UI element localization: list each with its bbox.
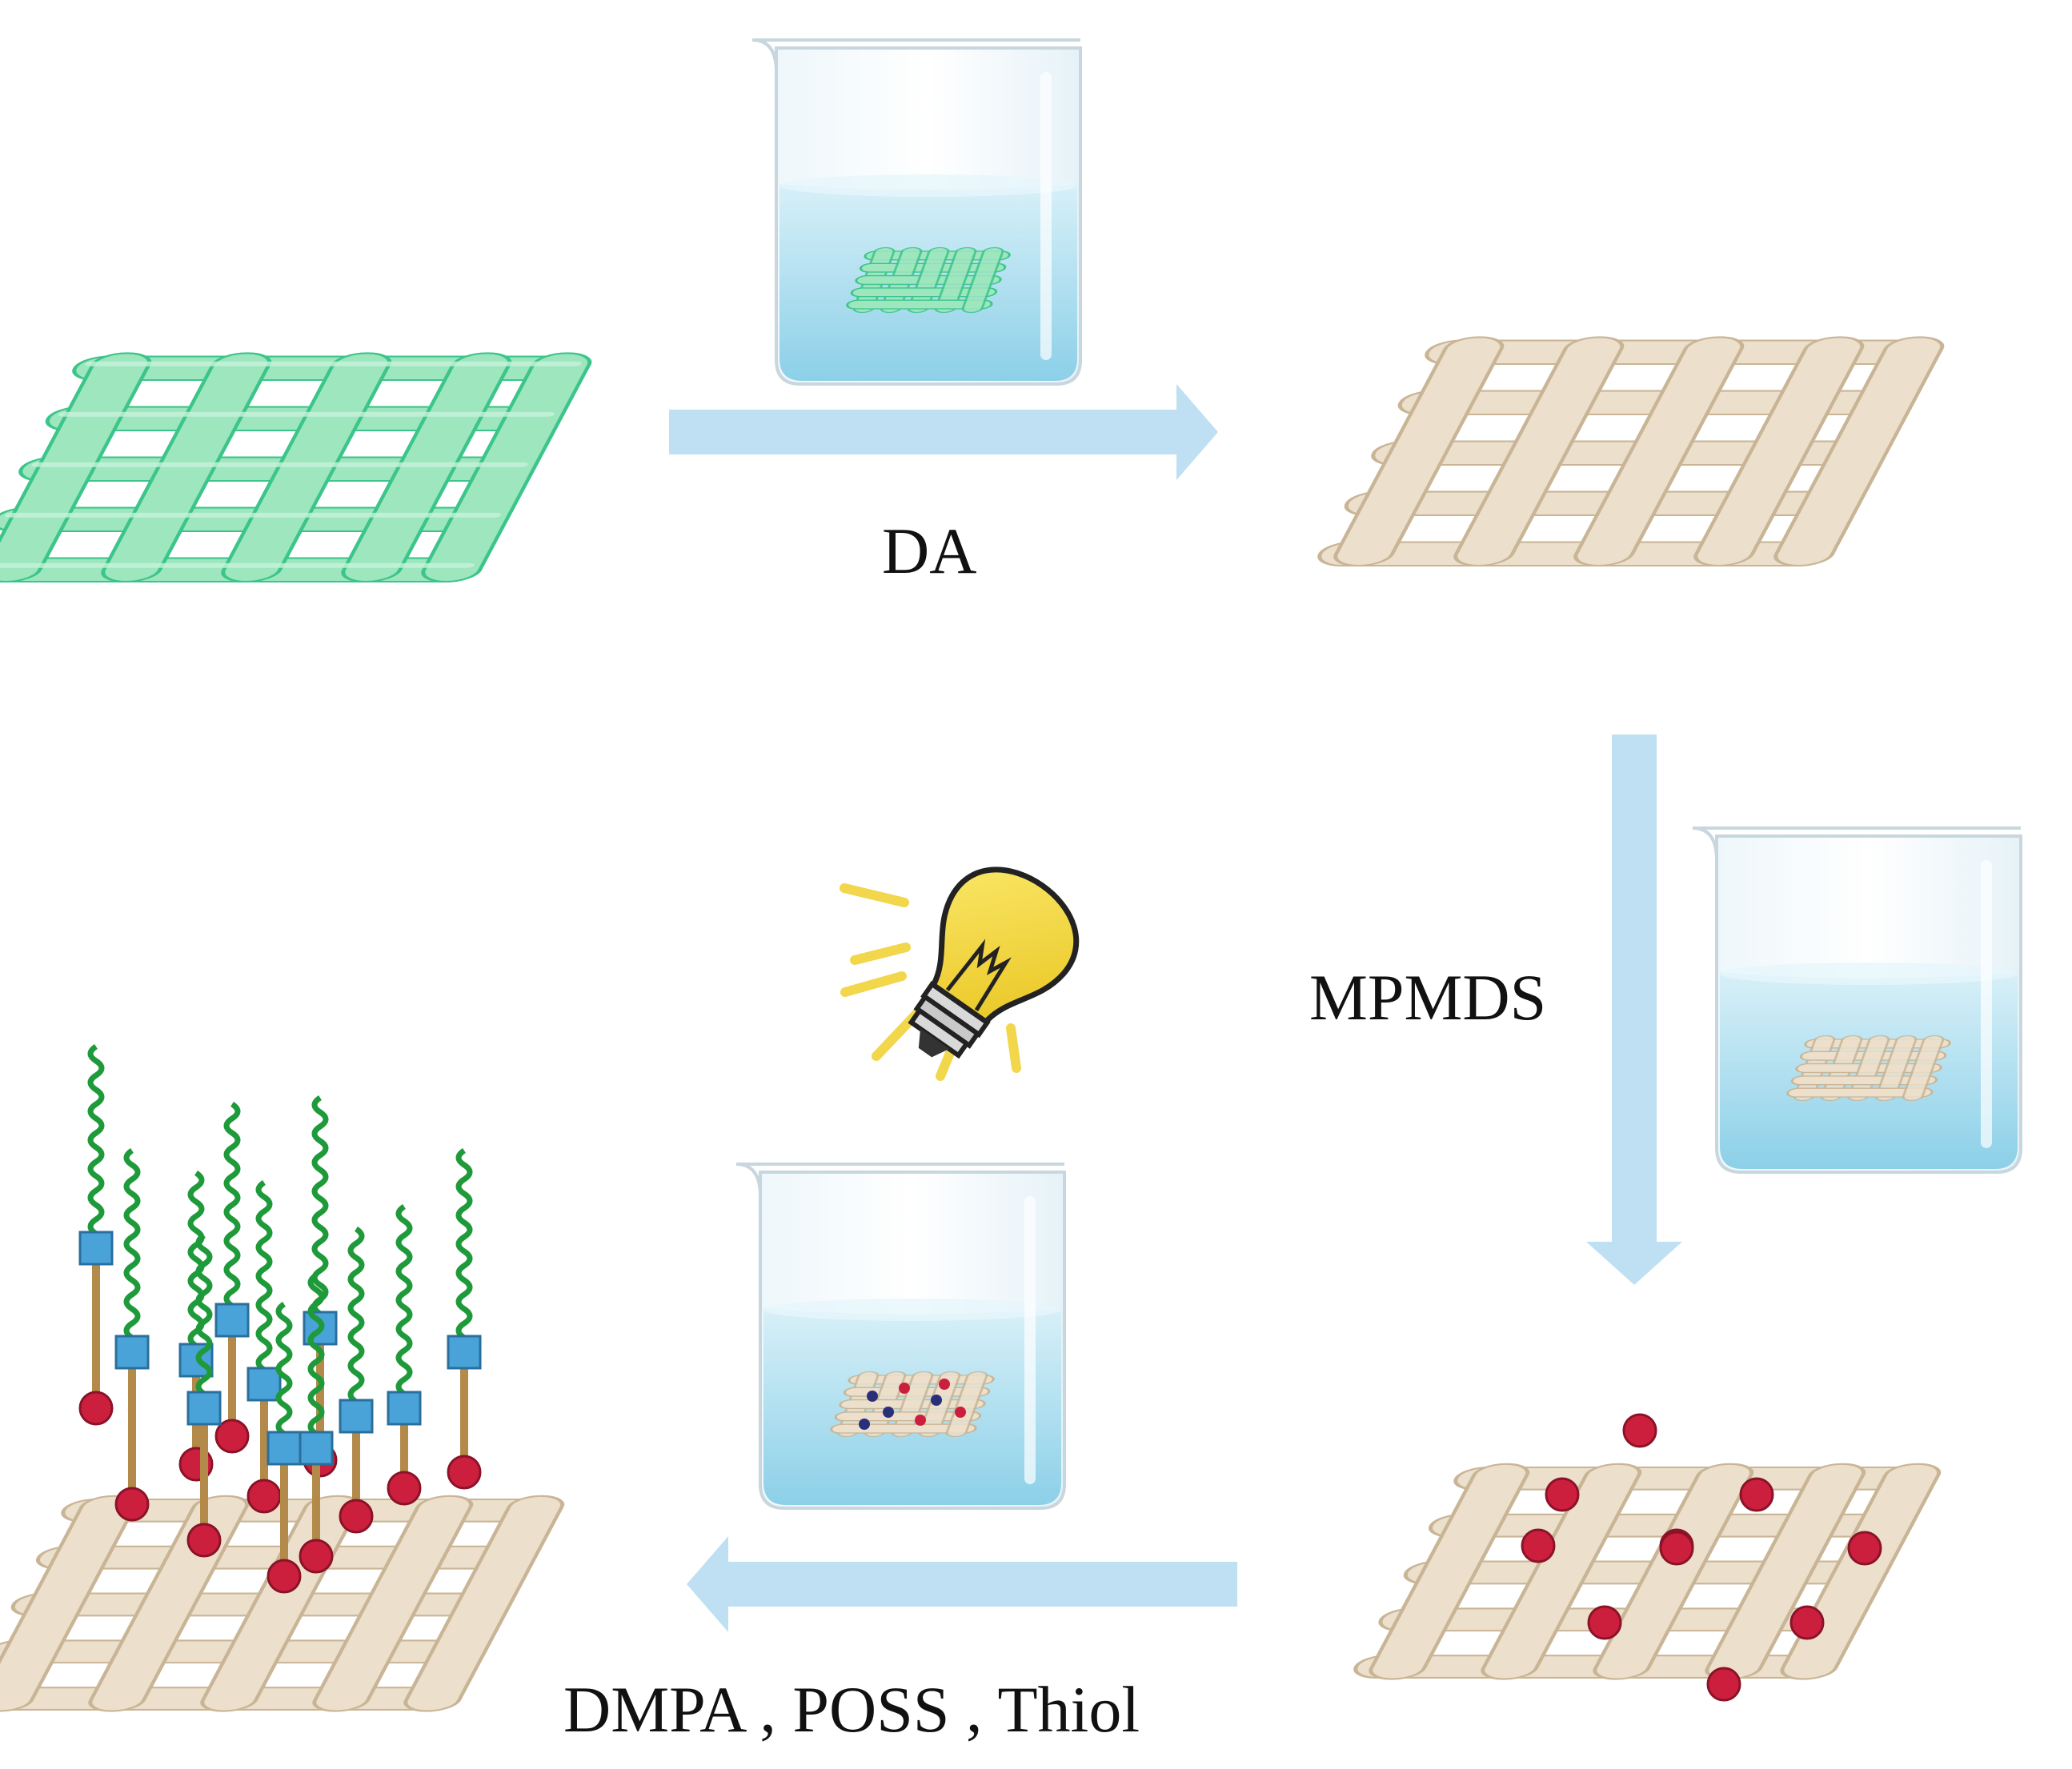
polymer-chain [87, 1044, 105, 1251]
polymer-chain [255, 1180, 273, 1387]
beige-fabric-dopamine [1317, 336, 1945, 567]
thiol-dot [1847, 1531, 1882, 1566]
thiol-dot [1706, 1667, 1741, 1702]
poss-cube [246, 1367, 282, 1402]
thiol-dot [1521, 1528, 1556, 1563]
thiol-dot [267, 1559, 302, 1594]
thiol-dot [78, 1391, 114, 1426]
molecule-dot [915, 1415, 926, 1426]
thiol-dot [114, 1487, 150, 1522]
separator: , [743, 1673, 793, 1746]
molecule-dot [883, 1407, 894, 1418]
reagent-dmpa: DMPA [563, 1673, 743, 1746]
poss-cube [214, 1303, 250, 1338]
polymer-chain [123, 1148, 141, 1355]
poss-cube [78, 1231, 114, 1266]
polymer-chain [455, 1148, 473, 1355]
green-fabric [0, 352, 592, 583]
poss-cube [299, 1431, 334, 1466]
thiol-dot [1789, 1605, 1825, 1640]
thiol-dot [387, 1471, 422, 1506]
grafted-fabric [0, 1044, 565, 1712]
molecule-dot [931, 1395, 942, 1406]
molecule-dot [859, 1419, 870, 1430]
thiol-dot [214, 1419, 250, 1454]
polymer-chain [275, 1302, 293, 1451]
thiol-dot [246, 1479, 282, 1514]
molecule-dot [955, 1407, 966, 1418]
thiol-dot [1659, 1531, 1694, 1566]
molecule-dot [899, 1383, 910, 1394]
thiol-dot [186, 1523, 222, 1558]
beige-fabric-mpmds [1353, 1413, 1942, 1702]
thiol-dot [339, 1499, 374, 1534]
thiol-dot [1622, 1413, 1657, 1448]
poss-cube [186, 1391, 222, 1426]
thiol-dot [447, 1455, 482, 1490]
step3-label: DMPA , POSS , Thiol [563, 1677, 1140, 1743]
polymer-chain [195, 1233, 213, 1411]
beaker-icon [1692, 826, 2022, 1174]
beaker-icon [751, 38, 1082, 386]
thiol-dot [1739, 1477, 1774, 1512]
molecule-dot [939, 1379, 950, 1390]
molecule-dot [867, 1391, 878, 1402]
step1-label: DA [882, 514, 977, 587]
thiol-dot [1545, 1477, 1580, 1512]
polymer-chain [311, 1095, 329, 1331]
light-bulb-icon [840, 866, 1080, 1081]
poss-cube [339, 1399, 374, 1434]
step2-label: MPMDS [1309, 961, 1547, 1034]
poss-cube [447, 1335, 482, 1370]
beaker-icon [735, 1163, 1066, 1510]
polymer-chain [223, 1102, 241, 1323]
polymer-chain [347, 1227, 365, 1419]
poss-cube [387, 1391, 422, 1426]
thiol-dot [299, 1539, 334, 1574]
arrow-left [687, 1536, 1237, 1632]
poss-cube [114, 1335, 150, 1370]
poss-cube [267, 1431, 302, 1466]
arrow-right [669, 384, 1218, 480]
reagent-poss: POSS [792, 1673, 950, 1746]
polymer-chain [307, 1273, 325, 1451]
reagent-thiol: Thiol [997, 1673, 1140, 1746]
thiol-dot [1587, 1605, 1622, 1640]
separator: , [949, 1673, 998, 1746]
arrow-down [1586, 734, 1682, 1285]
polymer-chain [395, 1204, 413, 1411]
